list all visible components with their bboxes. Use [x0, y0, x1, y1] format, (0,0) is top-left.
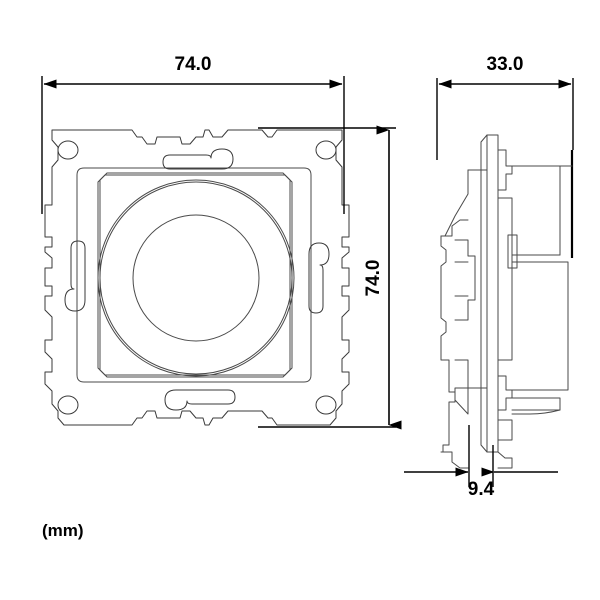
keyhole-slot-bottom — [164, 389, 236, 411]
knob-inner-circle — [132, 214, 260, 342]
front-view: 74.0 74.0 — [41, 54, 402, 430]
keyhole-slots — [64, 148, 330, 411]
screw-hole-top-right — [315, 140, 337, 160]
screw-hole-bottom-left — [57, 395, 79, 415]
dimension-height-label: 74.0 — [363, 260, 384, 297]
rotary-knob[interactable] — [97, 179, 295, 377]
units-label: (mm) — [42, 521, 84, 540]
side-view: 33.0 9.4 — [404, 54, 574, 500]
dimension-width: 74.0 — [43, 54, 343, 89]
side-cover-knob-profile — [511, 150, 574, 415]
dimension-depth-label: 33.0 — [487, 54, 524, 75]
knob-outer-circle-inner-edge — [99, 181, 293, 375]
keyhole-slot-top — [162, 148, 234, 170]
screw-hole-top-left — [57, 140, 79, 160]
dimension-height: 74.0 — [363, 125, 402, 430]
dimension-width-label: 74.0 — [175, 54, 212, 75]
side-body-profile — [480, 134, 518, 469]
dimension-plate-thickness: 9.4 — [404, 467, 558, 500]
dimension-plate-label: 9.4 — [468, 479, 495, 500]
mounting-frame-outline — [44, 129, 350, 426]
screw-holes — [57, 140, 337, 415]
knob-outer-circle — [97, 179, 295, 377]
side-mechanism-profile — [444, 169, 488, 415]
keyhole-slot-right — [308, 242, 330, 314]
screw-hole-bottom-right — [315, 395, 337, 415]
dimension-depth: 33.0 — [438, 54, 572, 89]
keyhole-slot-left — [64, 240, 86, 312]
chassis-outline — [97, 174, 293, 376]
